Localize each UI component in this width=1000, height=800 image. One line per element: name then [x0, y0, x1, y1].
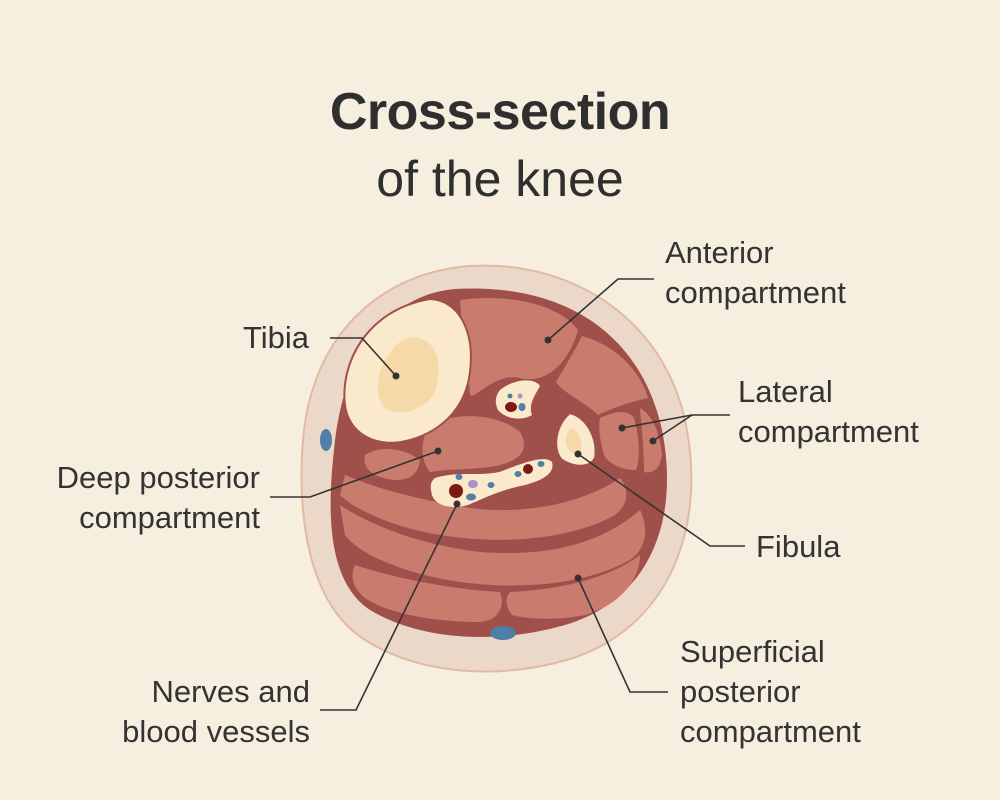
- label-nerves-blood-vessels: Nerves and blood vessels: [122, 674, 310, 749]
- fibula-bone: [555, 411, 597, 467]
- upper-neurovascular-bundle: [495, 380, 540, 419]
- tibia-leader: [330, 337, 397, 377]
- anterior-leader: [547, 278, 654, 341]
- band-muscle-1: [340, 475, 627, 540]
- tibia-bone: [343, 297, 472, 444]
- diagram-subtitle: of the knee: [376, 151, 624, 207]
- label-superficial-posterior-compartment: Superficial posterior compartment: [680, 634, 861, 749]
- label-tibia: Tibia: [243, 320, 310, 355]
- superficial-vein-bottom: [490, 626, 516, 640]
- label-deep-posterior-compartment: Deep posterior compartment: [56, 460, 260, 535]
- superficial-vein-left: [320, 429, 332, 451]
- anterior-muscle-2: [556, 336, 648, 415]
- nerves-leader: [320, 503, 458, 711]
- fibula-leader: [577, 453, 745, 547]
- label-lateral-compartment: Lateral compartment: [738, 374, 919, 449]
- deep-posterior-leader: [270, 450, 439, 498]
- anterior-muscle: [460, 298, 578, 396]
- superficial-posterior-leader: [577, 577, 668, 693]
- lateral-leader-2: [652, 414, 693, 442]
- lower-neurovascular-bundle: [430, 459, 553, 507]
- superficial-posterior-muscle-left: [352, 565, 502, 622]
- deep-posterior-muscle: [422, 416, 524, 472]
- superficial-posterior-muscle-right: [506, 555, 640, 619]
- muscle-group: [340, 298, 662, 622]
- label-fibula: Fibula: [756, 529, 841, 564]
- leader-lines: [270, 278, 745, 711]
- diagram-title: Cross-section: [329, 83, 671, 141]
- leader-dots: [392, 336, 657, 582]
- band-muscle-2: [340, 505, 646, 586]
- label-anterior-compartment: Anterior compartment: [665, 235, 846, 310]
